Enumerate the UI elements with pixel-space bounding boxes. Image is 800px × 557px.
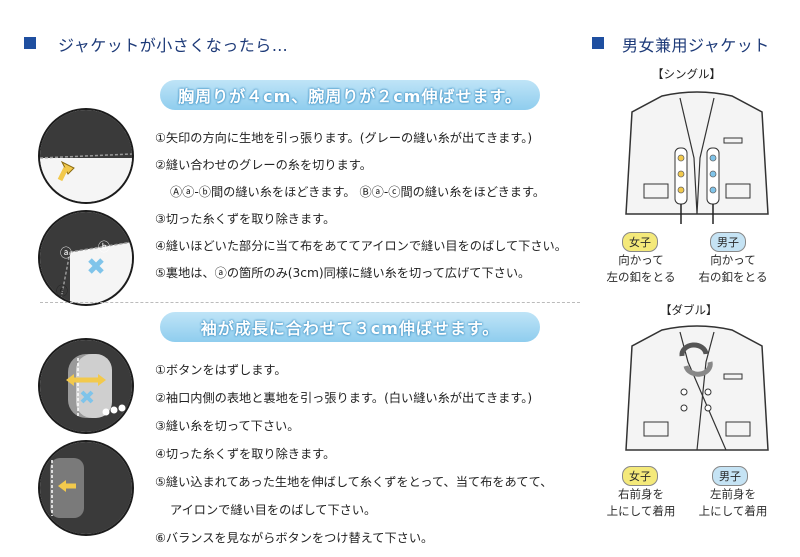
single-jacket-illustration xyxy=(625,91,769,224)
double-female-tag: 女子 xyxy=(622,466,658,486)
chest-seam-illustration xyxy=(38,108,134,204)
page-title: ジャケットが小さくなったら… xyxy=(58,36,289,55)
double-female-caption: 右前身を 上にして着用 xyxy=(598,486,684,520)
s2-step-4: ④切った糸くずを取り除きます。 xyxy=(155,447,336,461)
s2-step-1: ①ボタンをはずします。 xyxy=(155,363,287,377)
marker-a: ⓐ xyxy=(60,246,73,260)
seam-markers-illustration: ⓐ ⓑ ⓒ xyxy=(38,210,134,306)
marker-b: ⓑ xyxy=(98,240,111,254)
double-female-caption-2: 上にして着用 xyxy=(606,504,676,518)
double-male-tag: 男子 xyxy=(712,466,748,486)
unisex-jacket-title: 男女兼用ジャケット xyxy=(622,36,770,55)
s2-step-6: ⑥バランスを見ながらボタンをつけ替えて下さい。 xyxy=(155,531,434,545)
section1-banner: 胸周りが４cm、腕周りが２cm伸ばせます。 xyxy=(160,80,540,110)
s2-step-2: ②袖口内側の表地と裏地を引っ張ります。(白い縫い糸が出てきます。) xyxy=(155,391,533,405)
double-label: 【ダブル】 xyxy=(660,303,718,317)
section-divider xyxy=(40,302,580,303)
heading-square-icon xyxy=(24,37,36,49)
single-male-caption-2: 右の釦をとる xyxy=(698,270,768,284)
double-jacket-illustration xyxy=(625,325,769,451)
s1-step-1: ①矢印の方向に生地を引っ張ります。(グレーの縫い糸が出てきます。) xyxy=(155,131,533,145)
single-male-caption: 向かって 右の釦をとる xyxy=(690,252,776,286)
s2-step-5: ⑤縫い込まれてあった生地を伸ばして糸くずをとって、当て布をあてて、 xyxy=(155,475,553,489)
double-male-caption-2: 上にして着用 xyxy=(698,504,768,518)
single-male-caption-1: 向かって xyxy=(710,253,756,267)
double-male-caption: 左前身を 上にして着用 xyxy=(690,486,776,520)
single-label: 【シングル】 xyxy=(652,67,721,81)
s2-step-3: ③縫い糸を切って下さい。 xyxy=(155,419,300,433)
section2-banner: 袖が成長に合わせて３cm伸ばせます。 xyxy=(160,312,540,342)
double-female-caption-1: 右前身を xyxy=(618,487,664,501)
single-male-tag: 男子 xyxy=(710,232,746,252)
single-female-caption: 向かって 左の釦をとる xyxy=(598,252,684,286)
sleeve-buttons-illustration xyxy=(38,338,134,434)
s1-step-4: ④縫いほどいた部分に当て布をあててアイロンで縫い目をのばして下さい。 xyxy=(155,239,567,253)
heading-square-icon-right xyxy=(592,37,604,49)
single-female-caption-1: 向かって xyxy=(618,253,664,267)
s1-step-3: ③切った糸くずを取り除きます。 xyxy=(155,212,336,226)
single-female-tag: 女子 xyxy=(622,232,658,252)
sleeve-extended-illustration xyxy=(38,440,134,536)
s1-step-5: ⑤裏地は、ⓐの箇所のみ(3cm)同様に縫い糸を切って広げて下さい。 xyxy=(155,266,531,280)
marker-c: ⓒ xyxy=(56,284,69,298)
s2-step-5-continued: アイロンで縫い目をのばして下さい。 xyxy=(170,503,377,517)
s1-step-2-detail: Ⓐⓐ-ⓑ間の縫い糸をほどきます。 Ⓑⓐ-ⓒ間の縫い糸をほどきます。 xyxy=(170,185,546,199)
s1-step-2: ②縫い合わせのグレーの糸を切ります。 xyxy=(155,158,372,172)
double-male-caption-1: 左前身を xyxy=(710,487,756,501)
single-female-caption-2: 左の釦をとる xyxy=(606,270,676,284)
